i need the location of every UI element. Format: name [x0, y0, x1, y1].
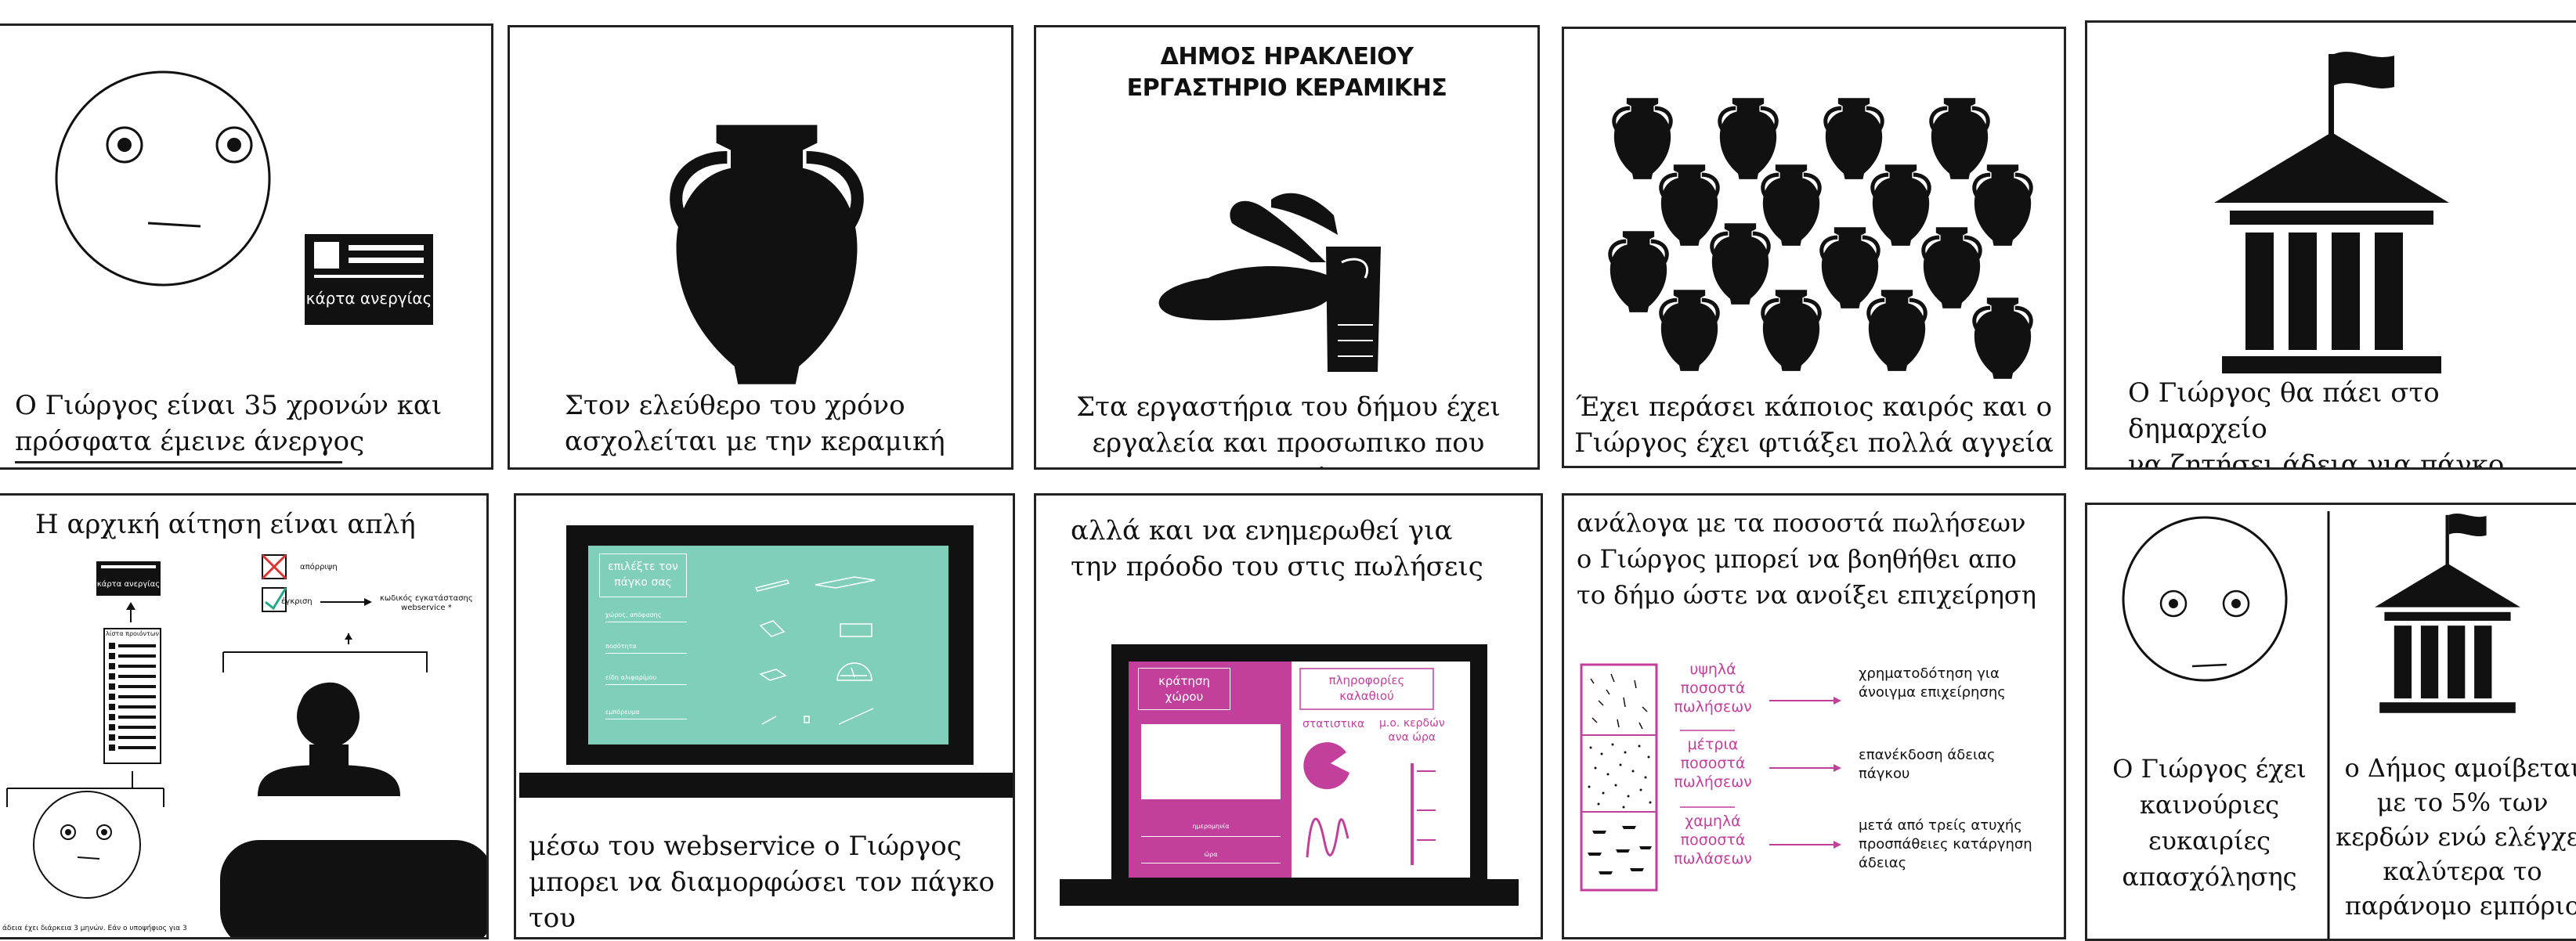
caption: μέσω του webservice ο Γιώργος μπορει να … — [529, 831, 995, 934]
panel-sales-progress: αλλά και να ενημερωθεί για την πρόοδο το… — [1034, 493, 1543, 939]
face-icon — [2122, 516, 2288, 682]
face-icon — [55, 70, 271, 287]
medium-sales-outcome: επανέκδοση άδειας πάγκου — [1859, 747, 1996, 782]
high-sales-outcome: χρηματοδότηση για άνοιγμα επιχείρησης — [1859, 665, 2006, 701]
booking-area[interactable] — [1141, 724, 1281, 799]
panel-unemployed: κάρτα ανεργίας Ο Γιώργος είναι 35 χρονών… — [0, 23, 493, 470]
caption: αλλά και να ενημερωθεί για την πρόοδο το… — [1071, 515, 1483, 582]
municipality-text: ο Δήμος αμοίβεται με το 5% των κερδών εν… — [2336, 753, 2576, 921]
panel-many-vases: Έχει περάσει κάποιος καιρός και ο Γιώργο… — [1562, 27, 2066, 468]
caption: Στα εργαστήρια του δήμου έχει εργαλεία κ… — [1076, 391, 1501, 467]
low-sales-label: χαμηλά ποσοστά πωλάσεων — [1674, 813, 1752, 867]
outcomes-diagram — [1580, 663, 1841, 892]
laptop-screen: επιλέξτε τον πάγκο σας χώρος, απόφασης π… — [588, 546, 948, 745]
avg-profit-label: μ.ο. κερδών ανα ώρα — [1379, 717, 1445, 744]
caption: Έχει περάσει κάποιος καιρός και ο Γιώργο… — [1574, 391, 2054, 459]
select-stall-title: επιλέξτε τον πάγκο σας — [599, 553, 687, 597]
pie-chart-icon — [1303, 742, 1349, 790]
time-field[interactable]: ώρα — [1141, 851, 1281, 863]
menu-item[interactable]: είδη αλιφαρίμου — [605, 674, 687, 685]
panel-ceramics: Στον ελεύθερο του χρόνο ασχολείται με τη… — [508, 25, 1013, 470]
laptop-icon: κράτηση χώρου ημερομηνία ώρα πληροφορίες… — [1111, 644, 1487, 895]
footnote: άδεια έχει διάρκεια 3 μηνών. Εάν ο υποψή… — [2, 925, 187, 932]
stall-options[interactable] — [588, 546, 948, 745]
menu-item[interactable]: χώρος, απόφασης — [605, 611, 687, 622]
panel-application: Η αρχική αίτηση είναι απλή κάρτα ανεργία… — [0, 493, 489, 939]
application-diagram — [6, 553, 486, 937]
booking-pane: κράτηση χώρου ημερομηνία ώρα — [1129, 662, 1292, 878]
high-sales-label: υψηλά ποσοστά πωλήσεων — [1674, 661, 1752, 716]
panel-webservice: επιλέξτε τον πάγκο σας χώρος, απόφασης π… — [514, 493, 1015, 939]
caption: ανάλογα με τα ποσοστά πωλήσεων ο Γιώργος… — [1577, 508, 2036, 610]
menu-item[interactable]: εμπόρευμα — [605, 708, 687, 719]
low-sales-outcome: μετά από τρείς ατυχής προσπάθειες κατάργ… — [1859, 817, 2032, 871]
panel-sales-outcomes: ανάλογα με τα ποσοστά πωλήσεων ο Γιώργος… — [1562, 493, 2066, 939]
stats-graphics — [1303, 742, 1436, 865]
panel-title: Η αρχική αίτηση είναι απλή — [35, 509, 416, 540]
panel-town-hall: Ο Γιώργος θα πάει στο δημαρχείο να ζητήσ… — [2085, 20, 2576, 470]
workshop-title: ΔΗΜΟΣ ΗΡΑΚΛΕΙΟΥ ΕΡΓΑΣΤΗΡΙΟ ΚΕΡΑΜΙΚΗΣ — [1126, 43, 1447, 102]
laptop-base — [1060, 879, 1519, 906]
potter-hands-icon — [1158, 193, 1381, 372]
panel-outcome: Ο Γιώργος έχει καινούριες ευκαιρίες απασ… — [2085, 503, 2576, 941]
opportunities-text: Ο Γιώργος έχει καινούριες ευκαιρίες απασ… — [2112, 754, 2307, 892]
panel-workshop: ΔΗΜΟΣ ΗΡΑΚΛΕΙΟΥ ΕΡΓΑΣΤΗΡΙΟ ΚΕΡΑΜΙΚΗΣ Στα… — [1034, 25, 1540, 470]
caption: Στον ελεύθερο του χρόνο ασχολείται με τη… — [565, 390, 945, 457]
unemployment-card-icon: κάρτα ανεργίας — [305, 234, 433, 325]
caption-underline — [15, 461, 342, 463]
date-field[interactable]: ημερομηνία — [1141, 823, 1281, 837]
menu-item[interactable]: ποσότητα — [605, 643, 687, 654]
card-label: κάρτα ανεργίας — [305, 289, 432, 308]
outcome-graphics — [2122, 511, 2520, 939]
unemployment-card-icon: κάρτα ανεργίας — [96, 561, 161, 596]
laptop-screen: κράτηση χώρου ημερομηνία ώρα πληροφορίες… — [1129, 662, 1470, 878]
stats-label: στατιστικα — [1302, 718, 1365, 730]
laptop-base — [519, 773, 1013, 798]
caption: Ο Γιώργος είναι 35 χρονών και πρόσφατα έ… — [15, 390, 443, 457]
laptop-icon: επιλέξτε τον πάγκο σας χώρος, απόφασης π… — [566, 525, 974, 765]
medium-sales-label: μέτρια ποσοστά πωλήσεων — [1674, 736, 1752, 791]
booking-button[interactable]: κράτηση χώρου — [1138, 668, 1230, 710]
caption: Ο Γιώργος θα πάει στο δημαρχείο να ζητήσ… — [2128, 377, 2505, 470]
cart-info-button[interactable]: πληροφορίες καλαθιού — [1299, 668, 1434, 710]
